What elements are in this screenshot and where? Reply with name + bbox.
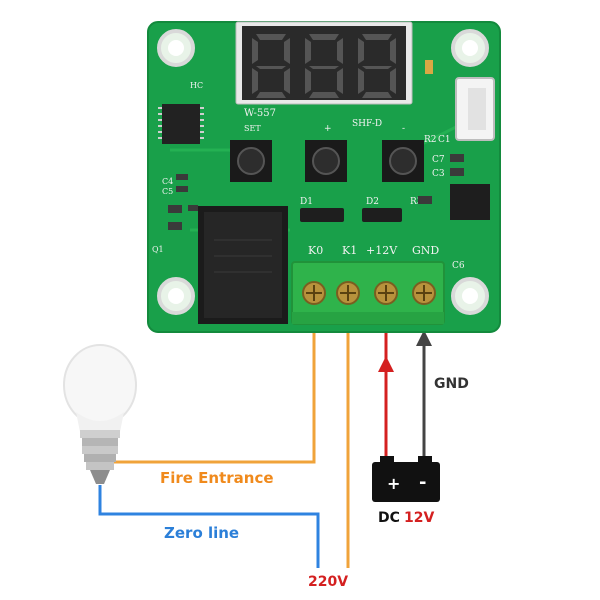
smd-components xyxy=(168,60,464,230)
light-bulb-icon xyxy=(63,344,137,484)
voltage-regulator xyxy=(450,184,490,220)
relay-type-label: SHF-D xyxy=(352,119,382,129)
d2-label: D2 xyxy=(366,197,379,207)
display-digit xyxy=(358,34,396,98)
mounting-hole xyxy=(451,277,489,315)
zero-line-wire xyxy=(98,485,320,568)
microcontroller-chip xyxy=(158,104,204,144)
set-label: SET xyxy=(244,124,261,133)
battery-plus-sign: + xyxy=(387,474,400,493)
display-digit xyxy=(252,34,290,98)
terminal-label-k0: K0 xyxy=(308,244,323,257)
c6-label: C6 xyxy=(452,261,465,271)
c4-label: C4 xyxy=(162,177,173,186)
gnd-label: GND xyxy=(434,376,469,392)
c1-label: C1 xyxy=(438,135,451,145)
sensor-connector xyxy=(455,77,495,141)
terminal-label-gnd: GND xyxy=(412,244,439,257)
minus-button[interactable] xyxy=(382,140,424,182)
screw-terminal-block xyxy=(291,261,445,325)
positive-arrow xyxy=(378,356,394,372)
fire-entrance-label: Fire Entrance xyxy=(160,469,274,487)
thermostat-board: W-557 SHF-D SET + - HC C4 C5 Q1 D1 D2 R3… xyxy=(147,21,501,333)
minus-label: - xyxy=(402,124,405,134)
r3-label: R3 xyxy=(410,197,423,207)
plus-button[interactable] xyxy=(305,140,347,182)
terminal-screw-k1[interactable] xyxy=(336,281,360,305)
d1-label: D1 xyxy=(300,197,313,207)
gnd-arrow xyxy=(416,330,432,346)
terminal-screw-k0[interactable] xyxy=(302,281,326,305)
c7-label: C7 xyxy=(432,155,445,165)
dc-label: DC xyxy=(378,510,400,526)
terminal-label-k1: K1 xyxy=(342,244,357,257)
model-label: W-557 xyxy=(244,108,276,119)
r2-label: R2 xyxy=(424,135,437,145)
terminal-label-12v: +12V xyxy=(366,244,398,257)
diode-d1 xyxy=(300,208,344,222)
zero-line-label: Zero line xyxy=(164,524,239,542)
q1-label: Q1 xyxy=(152,245,164,254)
mounting-hole xyxy=(157,277,195,315)
dc-voltage-label: 12V xyxy=(404,510,434,526)
seven-segment-display xyxy=(235,21,413,105)
relay xyxy=(198,206,288,324)
hc-label: HC xyxy=(190,81,203,90)
diode-d2 xyxy=(362,208,402,222)
plus-label: + xyxy=(324,124,332,134)
mounting-hole xyxy=(451,29,489,67)
terminal-screw-gnd[interactable] xyxy=(412,281,436,305)
set-button[interactable] xyxy=(230,140,272,182)
c3-label: C3 xyxy=(432,169,445,179)
display-digit xyxy=(305,34,343,98)
battery-minus-sign: - xyxy=(419,472,426,493)
mounting-hole xyxy=(157,29,195,67)
battery-icon: + - xyxy=(372,456,440,502)
terminal-screw-12v[interactable] xyxy=(374,281,398,305)
220v-label: 220V xyxy=(308,574,348,590)
c5-label: C5 xyxy=(162,187,173,196)
